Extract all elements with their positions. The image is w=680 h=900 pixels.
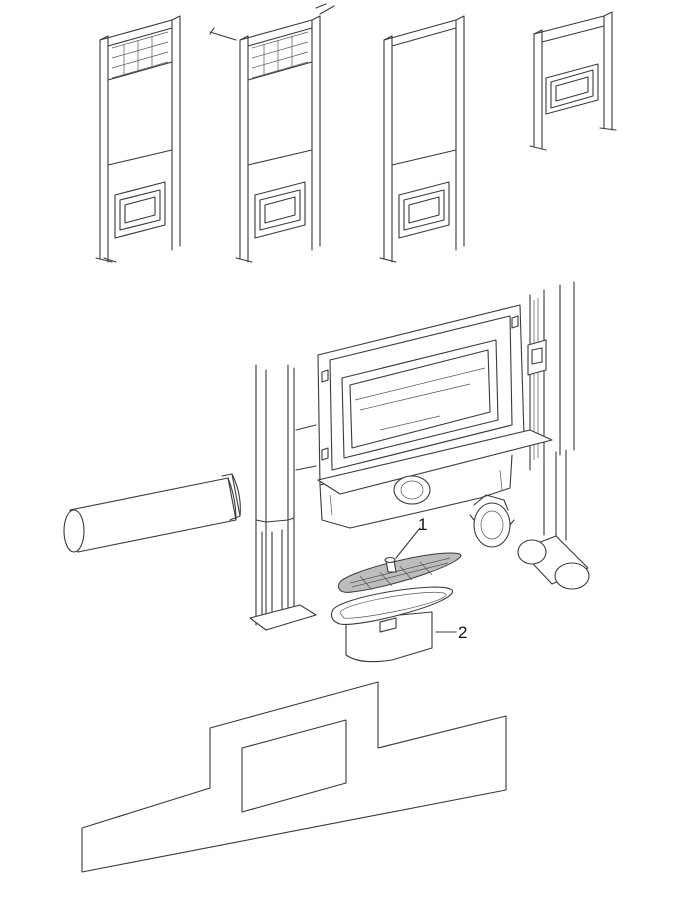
drain-sleeve [330,586,453,663]
wall-panel [81,681,507,873]
callout-label-1: 1 [418,515,427,534]
callout-leader-1 [395,527,421,559]
assembly-frame [249,281,575,631]
frame-variant-3 [379,15,465,263]
drain-pipe-right [517,535,590,590]
frame-variant-1 [95,15,181,263]
frame-variant-4 [529,11,617,151]
strainer-cover [338,552,462,593]
flush-pipe-left [63,473,241,553]
frame-variant-2 [209,3,335,263]
callout-label-2: 2 [458,623,467,642]
connector-right [469,494,515,548]
